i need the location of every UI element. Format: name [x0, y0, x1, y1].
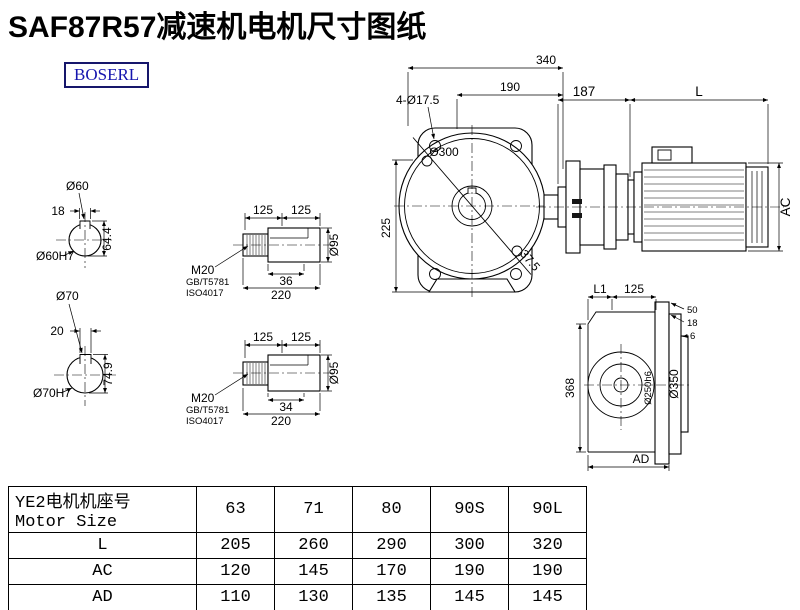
dim-187-label: 187: [573, 84, 596, 99]
dim-190-label: 190: [500, 80, 520, 94]
motor-fins: [644, 169, 744, 241]
cell-AD-71: 130: [274, 584, 353, 610]
dim-34-label: 34: [279, 400, 293, 414]
col-header-63: 63: [196, 486, 275, 533]
dim-220-top-label: 220: [271, 288, 291, 302]
std2-top-label: ISO4017: [186, 288, 224, 299]
cell-L-90L: 320: [508, 532, 587, 559]
shaft-detail-bottom: 125 125 M20 GB/T5781 ISO4017 34 220 Ø95: [186, 330, 341, 428]
shaft-cross-section-60: 18 Ø60 64.4 Ø60H7: [36, 179, 114, 268]
dim-dia95-bottom-label: Ø95: [327, 361, 341, 384]
dim-368-label: 368: [563, 378, 577, 398]
dim-125a-bottom-label: 125: [253, 330, 273, 344]
cell-L-80: 290: [352, 532, 431, 559]
dim-dia250-label: Ø250h6: [643, 371, 654, 405]
std1-bottom-label: GB/T5781: [186, 405, 229, 416]
page-title: SAF87R57减速机电机尺寸图纸: [8, 11, 427, 44]
thread-top-label: M20: [191, 263, 215, 277]
dim-bolt-holes-label: 4-Ø17.5: [396, 93, 440, 107]
cell-AC-80: 170: [352, 558, 431, 585]
thread-lines: [246, 363, 266, 384]
table-header-cn: YE2电机机座号: [15, 494, 131, 513]
dim-L1-label: L1: [593, 282, 607, 296]
table-header-row: YE2电机机座号 Motor Size 63 71 80 90S 90L: [8, 486, 587, 533]
cell-L-90S: 300: [430, 532, 509, 559]
table-row-AD: AD 110 130 135 145 145: [8, 584, 587, 610]
row-label-AD: AD: [8, 584, 197, 610]
dim-dia60-label: Ø60: [66, 179, 89, 193]
cell-AC-90L: 190: [508, 558, 587, 585]
dim-height60-label: 64.4: [100, 227, 114, 251]
cell-L-63: 205: [196, 532, 275, 559]
technical-drawing: 18 Ø60 64.4 Ø60H7 20 Ø70 74.9 Ø70H7: [33, 53, 793, 471]
motor-size-table: YE2电机机座号 Motor Size 63 71 80 90S 90L L 2…: [8, 486, 587, 610]
col-header-71: 71: [274, 486, 353, 533]
col-header-90S: 90S: [430, 486, 509, 533]
cell-AD-90L: 145: [508, 584, 587, 610]
boserl-logo: BOSERL: [64, 62, 150, 88]
dim-dia300-label: Ø300: [429, 145, 459, 159]
table-header-en: Motor Size: [15, 513, 118, 532]
cell-AC-63: 120: [196, 558, 275, 585]
gearbox-front-view: 340 190 4-Ø17.5 Ø300 225 37.5: [379, 53, 564, 298]
logo-text: BOSERL: [74, 65, 140, 84]
table-header-motor-size: YE2电机机座号 Motor Size: [8, 486, 197, 533]
col-header-80: 80: [352, 486, 431, 533]
shaft-cross-section-70: 20 Ø70 74.9 Ø70H7: [33, 289, 116, 406]
dim-dia350-label: Ø350: [667, 369, 681, 399]
dim-dia95-top-label: Ø95: [327, 233, 341, 256]
dim-225-label: 225: [379, 218, 393, 238]
motor-side-view: 187 L AC: [536, 84, 793, 254]
terminal-box: [651, 146, 693, 164]
dim-height70-label: 74.9: [101, 362, 115, 386]
table-row-AC: AC 120 145 170 190 190: [8, 558, 587, 585]
gearbox-rear-view: L1 125 50 18 6 368 Ø250h6 Ø350 AD: [563, 282, 698, 471]
cell-AC-71: 145: [274, 558, 353, 585]
std1-top-label: GB/T5781: [186, 277, 229, 288]
std2-bottom-label: ISO4017: [186, 416, 224, 427]
dim-dia70-label: Ø70: [56, 289, 79, 303]
dim-6-label: 6: [690, 331, 695, 342]
cell-AD-80: 135: [352, 584, 431, 610]
dim-key70-label: 20: [50, 324, 64, 338]
dim-125b-bottom-label: 125: [291, 330, 311, 344]
row-label-L: L: [8, 532, 197, 559]
dim-340-label: 340: [536, 53, 556, 67]
dim-AD-label: AD: [633, 452, 650, 466]
dim-L-label: L: [695, 84, 703, 99]
dim-AC-label: AC: [778, 197, 793, 216]
thread-bottom-label: M20: [191, 391, 215, 405]
cell-AD-90S: 145: [430, 584, 509, 610]
dim-125b-top-label: 125: [291, 203, 311, 217]
cell-L-71: 260: [274, 532, 353, 559]
dim-key60-label: 18: [51, 204, 65, 218]
row-label-AC: AC: [8, 558, 197, 585]
cell-AC-90S: 190: [430, 558, 509, 585]
dim-bore60-label: Ø60H7: [36, 249, 74, 263]
dim-bore70-label: Ø70H7: [33, 386, 71, 400]
cell-AD-63: 110: [196, 584, 275, 610]
col-header-90L: 90L: [508, 486, 587, 533]
dim-125-rear-label: 125: [624, 282, 644, 296]
table-row-L: L 205 260 290 300 320: [8, 532, 587, 559]
dim-125a-top-label: 125: [253, 203, 273, 217]
dim-36-label: 36: [279, 274, 293, 288]
dim-50-label: 50: [687, 305, 698, 316]
dim-220-bottom-label: 220: [271, 414, 291, 428]
dim-18-label: 18: [687, 318, 698, 329]
shaft-detail-top: 125 125 M20 GB/T5781 ISO4017 36 220 Ø95: [186, 203, 341, 302]
